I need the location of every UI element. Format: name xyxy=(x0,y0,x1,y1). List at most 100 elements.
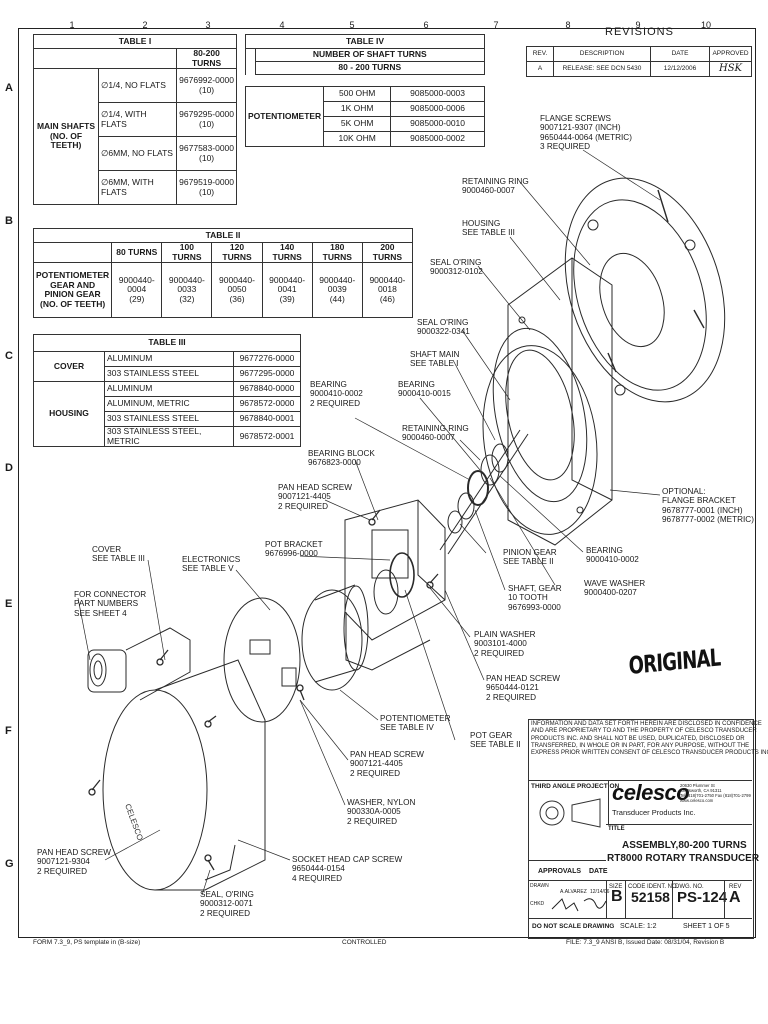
table-ii-value: 9000440-0039 (44) xyxy=(311,262,363,318)
zone-row-b: B xyxy=(5,215,13,227)
approvals-divider xyxy=(528,860,606,861)
svg-text:CELESCO: CELESCO xyxy=(123,803,145,842)
callout-pan-head-screw-1: PAN HEAD SCREW 9007121-4405 2 REQUIRED xyxy=(278,483,352,511)
table-iv-group-label: POTENTIOMETER xyxy=(244,86,325,147)
footer-form: FORM 7.3_9, PS template in (B-size) xyxy=(33,939,141,946)
table-ii: TABLE II 80 TURNS 100 TURNS 120 TURNS 14… xyxy=(32,228,414,318)
rev-divider xyxy=(724,880,725,918)
electronics-board-drawing xyxy=(223,597,301,723)
revisions-title: REVISIONS xyxy=(605,26,674,38)
title-label: TITLE xyxy=(608,826,625,832)
callout-seal-oring-1: SEAL O'RING 9000312-0102 xyxy=(430,258,483,277)
callout-flange-screws: FLANGE SCREWS 9007121-9307 (INCH) 965044… xyxy=(540,114,632,151)
cover-drawing: CELESCO xyxy=(102,659,266,891)
approvals-row-divider xyxy=(528,880,752,881)
table-iii-housing-label: HOUSING xyxy=(33,381,105,447)
table-iv-ohm: 10K OHM xyxy=(323,131,392,147)
size-value: B xyxy=(611,888,623,905)
drawn-by: A.ALVAREZ xyxy=(560,889,587,895)
callout-cover: COVER SEE TABLE III xyxy=(92,545,145,564)
drawing-title-line-2: RT8000 ROTARY TRANSDUCER xyxy=(607,853,760,864)
table-iv: TABLE IV NUMBER OF SHAFT TURNS 80 - 200 … xyxy=(245,34,486,75)
callout-pan-head-screw-3: PAN HEAD SCREW 9007121-4405 2 REQUIRED xyxy=(350,750,424,778)
size-divider xyxy=(606,880,607,918)
zone-row-g: G xyxy=(5,858,14,870)
approvals-label: APPROVALS xyxy=(538,868,582,875)
dwg-no-value: PS-124 xyxy=(677,889,728,906)
rev-approved-signature: HSK xyxy=(709,61,752,77)
date-label: DATE xyxy=(589,868,608,875)
revisions-table: REV. DESCRIPTION DATE APPROVED A RELEASE… xyxy=(526,46,752,77)
rev-label: REV xyxy=(729,884,742,890)
drawn-date: 12/14/06 xyxy=(590,889,610,895)
drawing-title-line-1: ASSEMBLY,80-200 TURNS xyxy=(622,840,747,851)
column-zone-markers: 1 2 3 4 5 6 7 8 9 10 xyxy=(18,20,754,30)
potentiometer-drawing xyxy=(301,584,369,691)
celesco-logo: celesco xyxy=(612,780,690,805)
callout-shaft-gear: SHAFT, GEAR 10 TOOTH 9676993-0000 xyxy=(508,584,562,612)
table-i-part: 9679295-0000 (10) xyxy=(176,102,237,137)
table-iii-material: 303 STAINLESS STEEL, METRIC xyxy=(104,426,234,447)
table-i-part: 9679519-0000 (10) xyxy=(176,170,237,205)
table-iv-header2: 80 - 200 TURNS xyxy=(254,61,486,75)
table-iii-cover-label: COVER xyxy=(33,351,105,382)
leader-lines xyxy=(77,149,661,896)
size-label: SIZE xyxy=(609,884,623,890)
company-address: 20630 Plummer St Chatsworth, CA 91311 Te… xyxy=(680,783,751,803)
callout-socket-head-cap-screw: SOCKET HEAD CAP SCREW 9650444-0154 4 REQ… xyxy=(292,855,403,883)
footer-file: FILE: 7.3_9 ANSI B, Issued Date: 08/31/0… xyxy=(566,939,725,946)
callout-washer-nylon: WASHER, NYLON 900330A-0005 2 REQUIRED xyxy=(347,798,416,826)
callout-bearing-2: BEARING 9000410-0015 xyxy=(398,380,451,399)
zone-col-8: 8 xyxy=(565,20,571,30)
third-angle-projection-label: THIRD ANGLE PROJECTION xyxy=(531,783,620,790)
table-iv-part: 9085000-0002 xyxy=(390,131,485,147)
zone-col-6: 6 xyxy=(423,20,429,30)
third-angle-projection-icon xyxy=(539,798,601,828)
pot-bracket-drawing xyxy=(344,499,446,671)
zone-col-7: 7 xyxy=(493,20,499,30)
scale-value: SCALE: 1:2 xyxy=(620,923,657,930)
table-ii-value: 9000440-0018 (46) xyxy=(361,262,414,318)
callout-pan-head-screw-2: PAN HEAD SCREW 9650444-0121 2 REQUIRED xyxy=(486,674,560,702)
title-block xyxy=(528,719,754,939)
shaft-stack-drawing xyxy=(439,429,529,555)
connector-drawing xyxy=(87,627,191,701)
callout-optional-flange-bracket: OPTIONAL: FLANGE BRACKET 9678777-0001 (I… xyxy=(662,487,754,524)
callout-wave-washer: WAVE WASHER 9000400-0207 xyxy=(584,579,646,598)
zone-row-d: D xyxy=(5,462,13,474)
table-iii: TABLE III COVER ALUMINUM 9677276-0000 30… xyxy=(33,334,301,447)
table-iv-body: POTENTIOMETER 500 OHM 9085000-0003 1K OH… xyxy=(244,86,485,147)
table-i-col-header: 80-200 TURNS xyxy=(176,48,237,69)
zone-col-2: 2 xyxy=(142,20,148,30)
drawn-label: DRAWN xyxy=(530,883,549,889)
footer-controlled: CONTROLLED xyxy=(342,939,387,946)
callout-pan-head-screw-4: PAN HEAD SCREW 9007121-9304 2 REQUIRED xyxy=(37,848,111,876)
callout-pot-gear: POT GEAR SEE TABLE II xyxy=(470,731,521,750)
callout-pot-bracket: POT BRACKET 9676996-0000 xyxy=(265,540,323,559)
table-iv-ohm: 5K OHM xyxy=(323,116,392,132)
callout-potentiometer: POTENTIOMETER SEE TABLE IV xyxy=(380,714,451,733)
dwg-no-label: DWG. NO. xyxy=(675,884,704,890)
table-i-desc: ∅1/4, NO FLATS xyxy=(97,68,178,103)
zone-col-1: 1 xyxy=(69,20,75,30)
code-ident-value: 52158 xyxy=(631,889,670,905)
code-divider xyxy=(625,880,626,918)
callout-seal-oring-3: SEAL, O'RING 9000312-0071 2 REQUIRED xyxy=(200,890,254,918)
zone-col-5: 5 xyxy=(349,20,355,30)
callout-connector: FOR CONNECTOR PART NUMBERS SEE SHEET 4 xyxy=(74,590,147,618)
logo-divider xyxy=(608,780,609,824)
callout-pinion-gear: PINION GEAR SEE TABLE II xyxy=(503,548,557,567)
callout-shaft-main: SHAFT MAIN SEE TABLE I xyxy=(410,350,460,369)
callout-retaining-ring-top: RETAINING RING 9000460-0007 xyxy=(462,177,529,196)
callout-housing: HOUSING SEE TABLE III xyxy=(462,219,515,238)
table-ii-value: 9000440-0050 (36) xyxy=(211,262,263,318)
seal-oring-large-drawing xyxy=(482,345,598,535)
zone-row-f: F xyxy=(5,725,12,737)
dwg-divider xyxy=(672,880,673,918)
company-subtitle: Transducer Products Inc. xyxy=(612,808,696,817)
zone-row-c: C xyxy=(5,350,13,362)
callout-bearing-block: BEARING BLOCK 9676823-0000 xyxy=(308,449,375,468)
zone-col-4: 4 xyxy=(279,20,285,30)
zone-col-10: 10 xyxy=(700,20,711,30)
